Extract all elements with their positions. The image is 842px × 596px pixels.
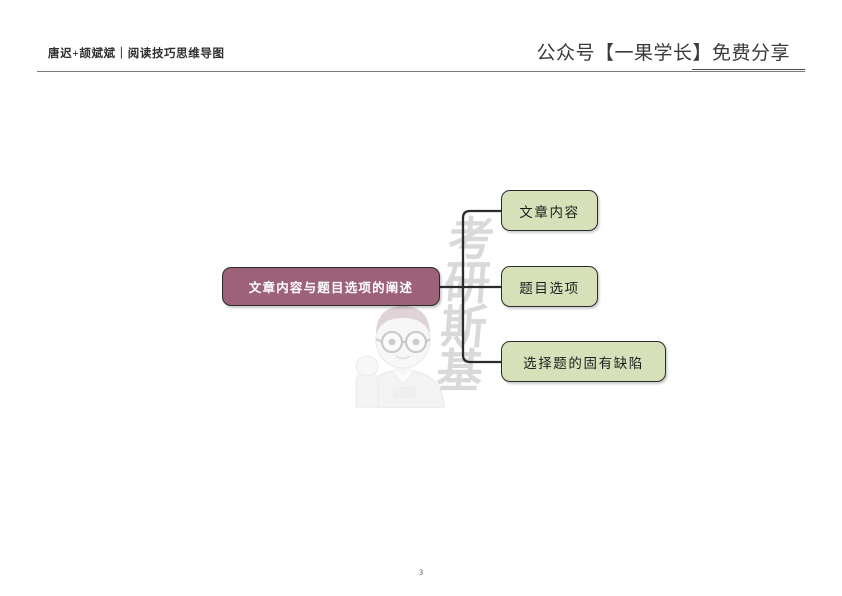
page-header: 唐迟+颉斌斌｜阅读技巧思维导图 公众号【一果学长】免费分享	[0, 0, 842, 80]
mindmap-branch-node-3[interactable]: 选择题的固有缺陷	[501, 341, 666, 382]
page-number: 3	[419, 568, 423, 577]
header-divider-line	[37, 71, 805, 72]
mindmap-branch-node-2[interactable]: 题目选项	[501, 266, 598, 307]
mindmap-root-node[interactable]: 文章内容与题目选项的阐述	[222, 267, 440, 306]
header-left-title: 唐迟+颉斌斌｜阅读技巧思维导图	[48, 48, 225, 60]
mindmap-branch-node-1[interactable]: 文章内容	[501, 190, 598, 231]
header-right-promo: 公众号【一果学长】免费分享	[536, 43, 790, 64]
header-divider-accent	[692, 69, 805, 70]
